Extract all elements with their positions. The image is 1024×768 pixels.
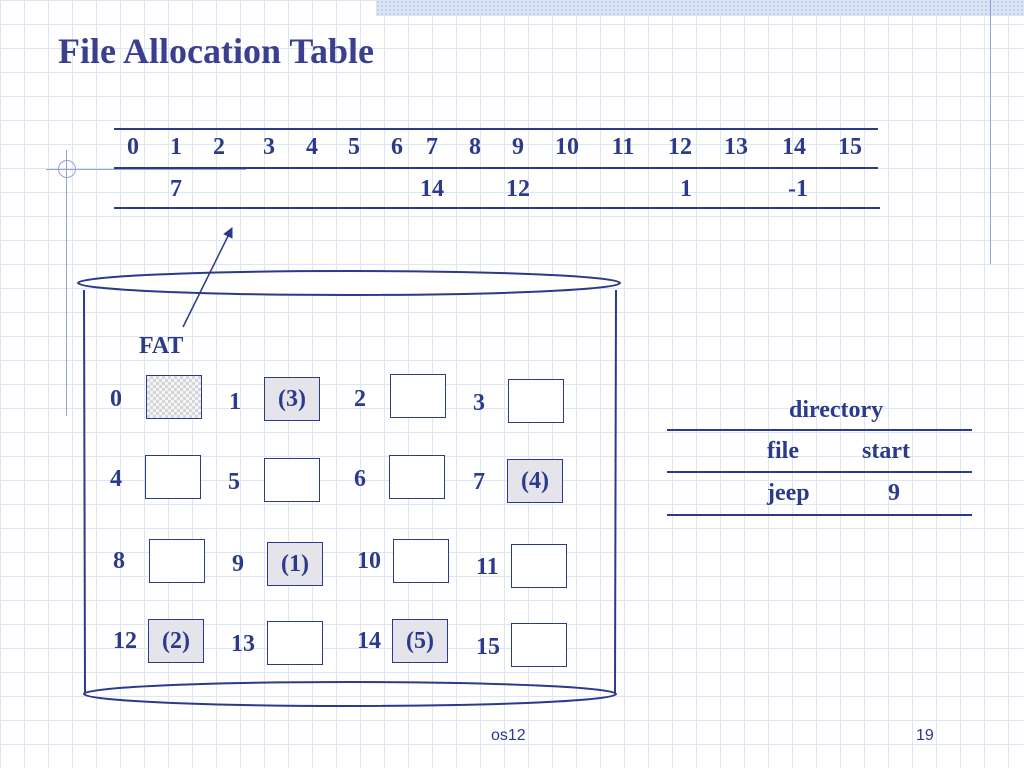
block-number: 13	[231, 631, 255, 657]
disk-block	[149, 539, 205, 583]
fat-value-row: 7 14 12 1 -1	[116, 172, 878, 210]
disk-cylinder-top	[77, 270, 621, 296]
disk-cylinder-left-side	[83, 289, 86, 694]
disk-cylinder-right-side	[614, 289, 617, 694]
fat-index: 3	[263, 134, 275, 160]
header-decor-strip	[376, 0, 1024, 16]
fat-index: 10	[555, 134, 579, 160]
fat-index: 15	[838, 134, 862, 160]
directory-row-start: 9	[888, 480, 900, 506]
disk-block: (3)	[264, 377, 320, 421]
page-number: 19	[916, 727, 934, 744]
disk-cylinder-bottom	[83, 681, 617, 707]
disk-block	[267, 621, 323, 665]
directory-header-file: file	[767, 438, 799, 464]
block-number: 0	[110, 386, 122, 412]
directory-mid-rule	[667, 471, 972, 473]
block-number: 15	[476, 634, 500, 660]
fat-index: 7	[426, 134, 438, 160]
fat-index: 6	[391, 134, 403, 160]
fat-table-bottom-rule	[114, 207, 880, 209]
block-number: 2	[354, 386, 366, 412]
footer-text: os12	[491, 727, 526, 744]
block-number: 3	[473, 390, 485, 416]
fat-value: 14	[420, 176, 444, 202]
directory-bottom-rule	[667, 514, 972, 516]
disk-block: (4)	[507, 459, 563, 503]
disk-block	[393, 539, 449, 583]
decor-vertical-line-right	[990, 0, 991, 264]
disk-block	[511, 623, 567, 667]
fat-label: FAT	[139, 333, 184, 359]
block-number: 8	[113, 548, 125, 574]
fat-index: 11	[611, 134, 635, 160]
disk-block: (2)	[148, 619, 204, 663]
fat-index: 12	[668, 134, 692, 160]
block-number: 1	[229, 389, 241, 415]
disk-block	[145, 455, 201, 499]
fat-index: 13	[724, 134, 748, 160]
fat-pointer-arrow	[182, 227, 233, 328]
directory-row-file: jeep	[767, 480, 810, 506]
fat-value: 12	[506, 176, 530, 202]
disk-block	[264, 458, 320, 502]
disk-block	[146, 375, 202, 419]
fat-table-mid-rule	[114, 167, 878, 169]
fat-index: 8	[469, 134, 481, 160]
decor-circle	[58, 160, 76, 178]
fat-index: 9	[512, 134, 524, 160]
decor-horizontal-line-left	[46, 169, 246, 170]
block-number: 12	[113, 628, 137, 654]
block-number: 11	[476, 554, 499, 580]
fat-index: 4	[306, 134, 318, 160]
block-number: 14	[357, 628, 381, 654]
fat-value: -1	[788, 176, 808, 202]
disk-block: (1)	[267, 542, 323, 586]
fat-value: 1	[680, 176, 692, 202]
directory-title: directory	[789, 397, 884, 423]
fat-index: 0	[127, 134, 139, 160]
decor-vertical-line-left	[66, 150, 67, 416]
block-number: 10	[357, 548, 381, 574]
fat-index: 1	[170, 134, 182, 160]
disk-block: (5)	[392, 619, 448, 663]
disk-block	[508, 379, 564, 423]
block-number: 6	[354, 466, 366, 492]
fat-index: 2	[213, 134, 225, 160]
disk-block	[390, 374, 446, 418]
fat-index-row: 0 1 2 3 4 5 6 7 8 9 10 11 12 13 14 15	[116, 130, 878, 168]
disk-block	[389, 455, 445, 499]
block-number: 5	[228, 469, 240, 495]
block-number: 4	[110, 466, 122, 492]
slide-title: File Allocation Table	[58, 31, 375, 71]
directory-top-rule	[667, 429, 972, 431]
block-number: 9	[232, 551, 244, 577]
fat-table-top-rule	[114, 128, 878, 130]
fat-index: 14	[782, 134, 806, 160]
disk-block	[511, 544, 567, 588]
directory-header-start: start	[862, 438, 910, 464]
fat-index: 5	[348, 134, 360, 160]
block-number: 7	[473, 469, 485, 495]
fat-value: 7	[170, 176, 182, 202]
